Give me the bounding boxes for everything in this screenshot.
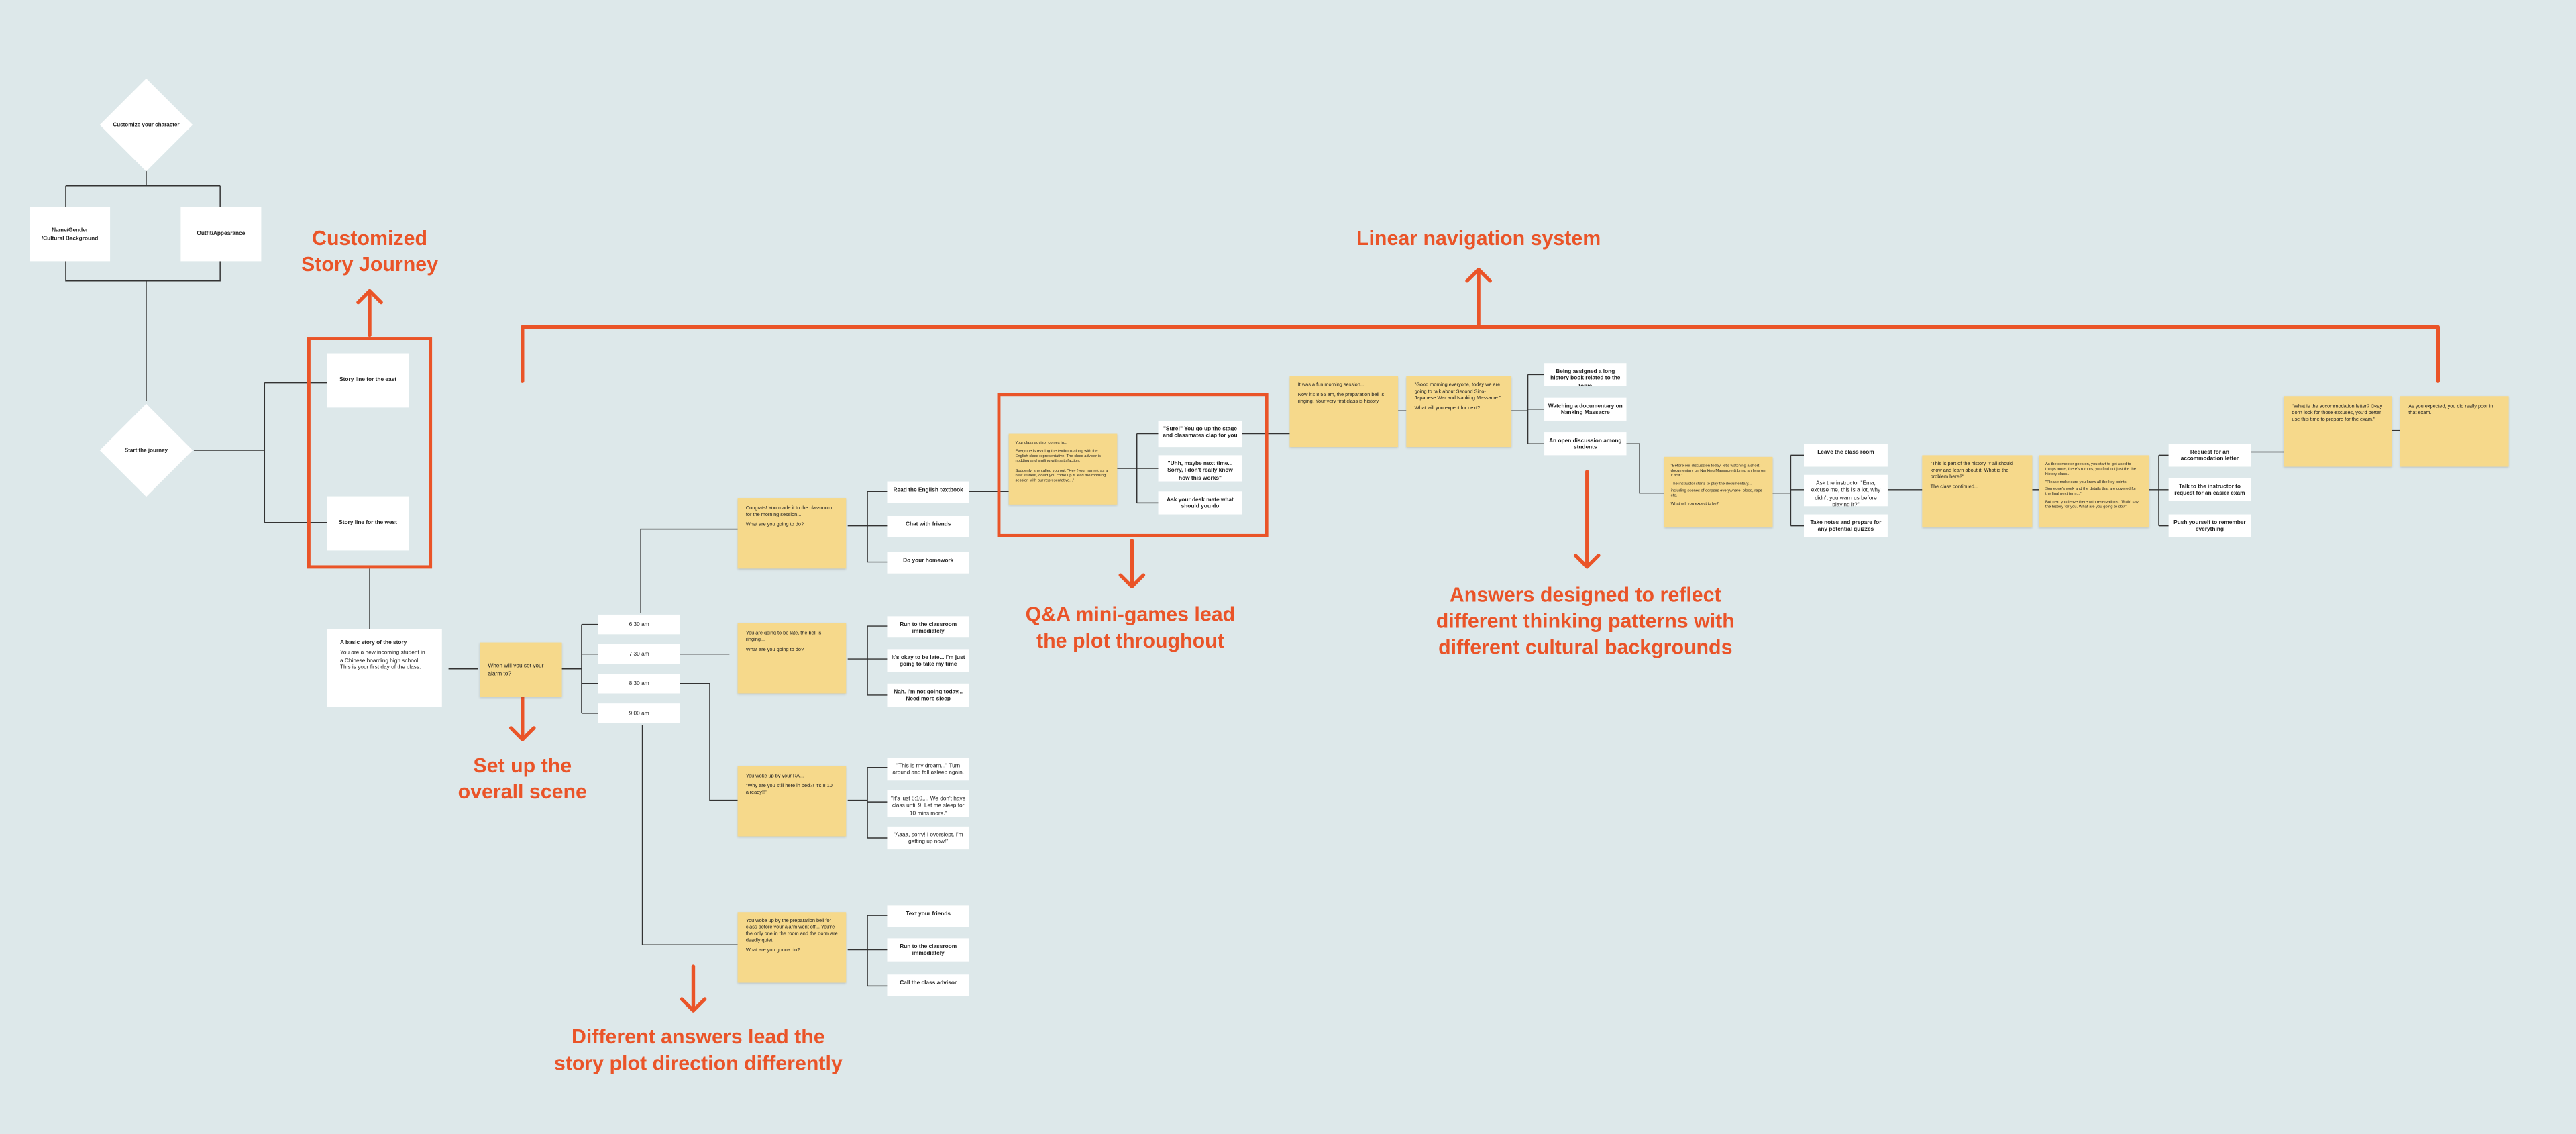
branch-630-note: Congrats! You made it to the classroom f… (737, 498, 847, 569)
connector (847, 915, 888, 987)
option-easier-exam[interactable]: Talk to the instructor to request for an… (2168, 478, 2251, 501)
option-getting-up[interactable]: "Aaaa, sorry! I overslept. I'm getting u… (887, 826, 969, 850)
history-fact-note: "This is part of the history. Y'all shou… (1922, 455, 2033, 528)
annotation-qa-games: Q&A mini-games lead the plot throughout (1025, 603, 1236, 653)
alarm-question-note: When will you set your alarm to? (480, 642, 562, 697)
semester-note: As the semester goes on, you start to ge… (2039, 455, 2149, 528)
annotation-linear-navigation: Linear navigation system (1356, 226, 1601, 250)
option-leave-classroom[interactable]: Leave the class room (1804, 444, 1888, 467)
option-ten-mins[interactable]: "It's just 8:10,... We don't have class … (887, 790, 969, 817)
story-west-card: Story line for the west (327, 496, 409, 551)
story-east-card: Story line for the east (327, 353, 409, 408)
branch-830-note: You woke up by your RA... "Why are you s… (737, 766, 847, 837)
option-dream[interactable]: "This is my dream..." Turn around and fa… (887, 757, 969, 781)
time-option-830[interactable]: 8:30 am (598, 674, 680, 694)
option-ask-deskmate[interactable]: Ask your desk mate what should you do (1158, 491, 1242, 515)
arrow-down-qa (1118, 539, 1146, 588)
documentary-note: "Before our discussion today, let's watc… (1664, 456, 1773, 528)
option-remember-everything[interactable]: Push yourself to remember everything (2168, 514, 2251, 537)
connector (847, 766, 888, 839)
connector (1772, 454, 1805, 527)
option-documentary[interactable]: Watching a documentary on Nanking Massac… (1544, 397, 1627, 421)
arrow-down-different (680, 964, 707, 1013)
option-run-immediately[interactable]: Run to the classroom immediately (887, 938, 969, 962)
exam-result-note: As you expected, you did really poor in … (2400, 396, 2509, 467)
time-option-630[interactable]: 6:30 am (598, 614, 680, 635)
option-go-up-stage[interactable]: "Sure!" You go up the stage and classmat… (1158, 420, 1242, 448)
annotation-setup-scene: Set up the overall scene (458, 754, 587, 804)
arrow-down-thinking (1573, 470, 1601, 569)
option-chat-friends[interactable]: Chat with friends (887, 515, 969, 537)
arrow-down-setup (508, 694, 536, 741)
option-read-textbook[interactable]: Read the English textbook (887, 481, 969, 503)
option-more-sleep[interactable]: Nah. I'm not going today... Need more sl… (887, 683, 969, 707)
annotation-different-answers: Different answers lead the story plot di… (553, 1025, 843, 1075)
option-accommodation-letter[interactable]: Request for an accommodation letter (2168, 444, 2251, 467)
branch-900-note: You woke up by the preparation bell for … (737, 912, 847, 983)
qa-game-highlight (997, 393, 1269, 537)
option-open-discussion[interactable]: An open discussion among students (1544, 432, 1627, 456)
option-text-friends[interactable]: Text your friends (887, 905, 969, 927)
option-next-time[interactable]: "Uhh, maybe next time... Sorry, I don't … (1158, 455, 1242, 482)
history-intro-note: It was a fun morning session... Now it's… (1289, 376, 1399, 448)
option-take-notes[interactable]: Take notes and prepare for any potential… (1804, 514, 1888, 537)
name-gender-card: Name/Gender /Cultural Background (30, 207, 111, 262)
connector (1511, 374, 1545, 444)
branch-730-note: You are going to be late, the bell is ri… (737, 623, 847, 694)
outfit-card: Outfit/Appearance (180, 207, 262, 262)
option-call-advisor[interactable]: Call the class advisor (887, 974, 969, 996)
time-option-730[interactable]: 7:30 am (598, 644, 680, 664)
connector (1117, 433, 1159, 504)
storyline-highlight (307, 337, 433, 569)
connector (448, 623, 598, 714)
connector (680, 683, 738, 801)
connector (193, 382, 327, 523)
option-ask-instructor[interactable]: Ask the instructor "Ema, excuse me, this… (1804, 474, 1888, 507)
connector (641, 725, 738, 945)
basic-story-card: A basic story of the story You are a new… (327, 629, 442, 707)
connector (65, 170, 221, 401)
accommodation-response-note: "What is the accommodation letter? Okay … (2284, 396, 2392, 467)
start-journey-diamond: Start the journey (99, 403, 193, 497)
connector (847, 625, 888, 696)
annotation-customized-journey: Customized Story Journey (301, 226, 439, 276)
connector (2149, 454, 2169, 527)
option-take-time[interactable]: It's okay to be late... I'm just going t… (887, 649, 969, 672)
bracket-linear-navigation (521, 267, 2440, 383)
connector (847, 491, 888, 563)
history-topic-note: "Good morning everyone, today we are goi… (1406, 376, 1512, 448)
customize-character-diamond: Customize your character (99, 78, 193, 172)
annotation-thinking-patterns: Answers designed to reflect different th… (1436, 583, 1735, 660)
option-history-book[interactable]: Being assigned a long history book relat… (1544, 363, 1627, 386)
option-run-classroom[interactable]: Run to the classroom immediately (887, 616, 969, 638)
connector (640, 528, 738, 613)
time-option-900[interactable]: 9:00 am (598, 703, 680, 723)
connector (1626, 443, 1664, 494)
option-do-homework[interactable]: Do your homework (887, 552, 969, 574)
arrow-up-customized (356, 289, 383, 338)
qa-game-note: Your class advisor comes in... Everyone … (1008, 433, 1118, 505)
